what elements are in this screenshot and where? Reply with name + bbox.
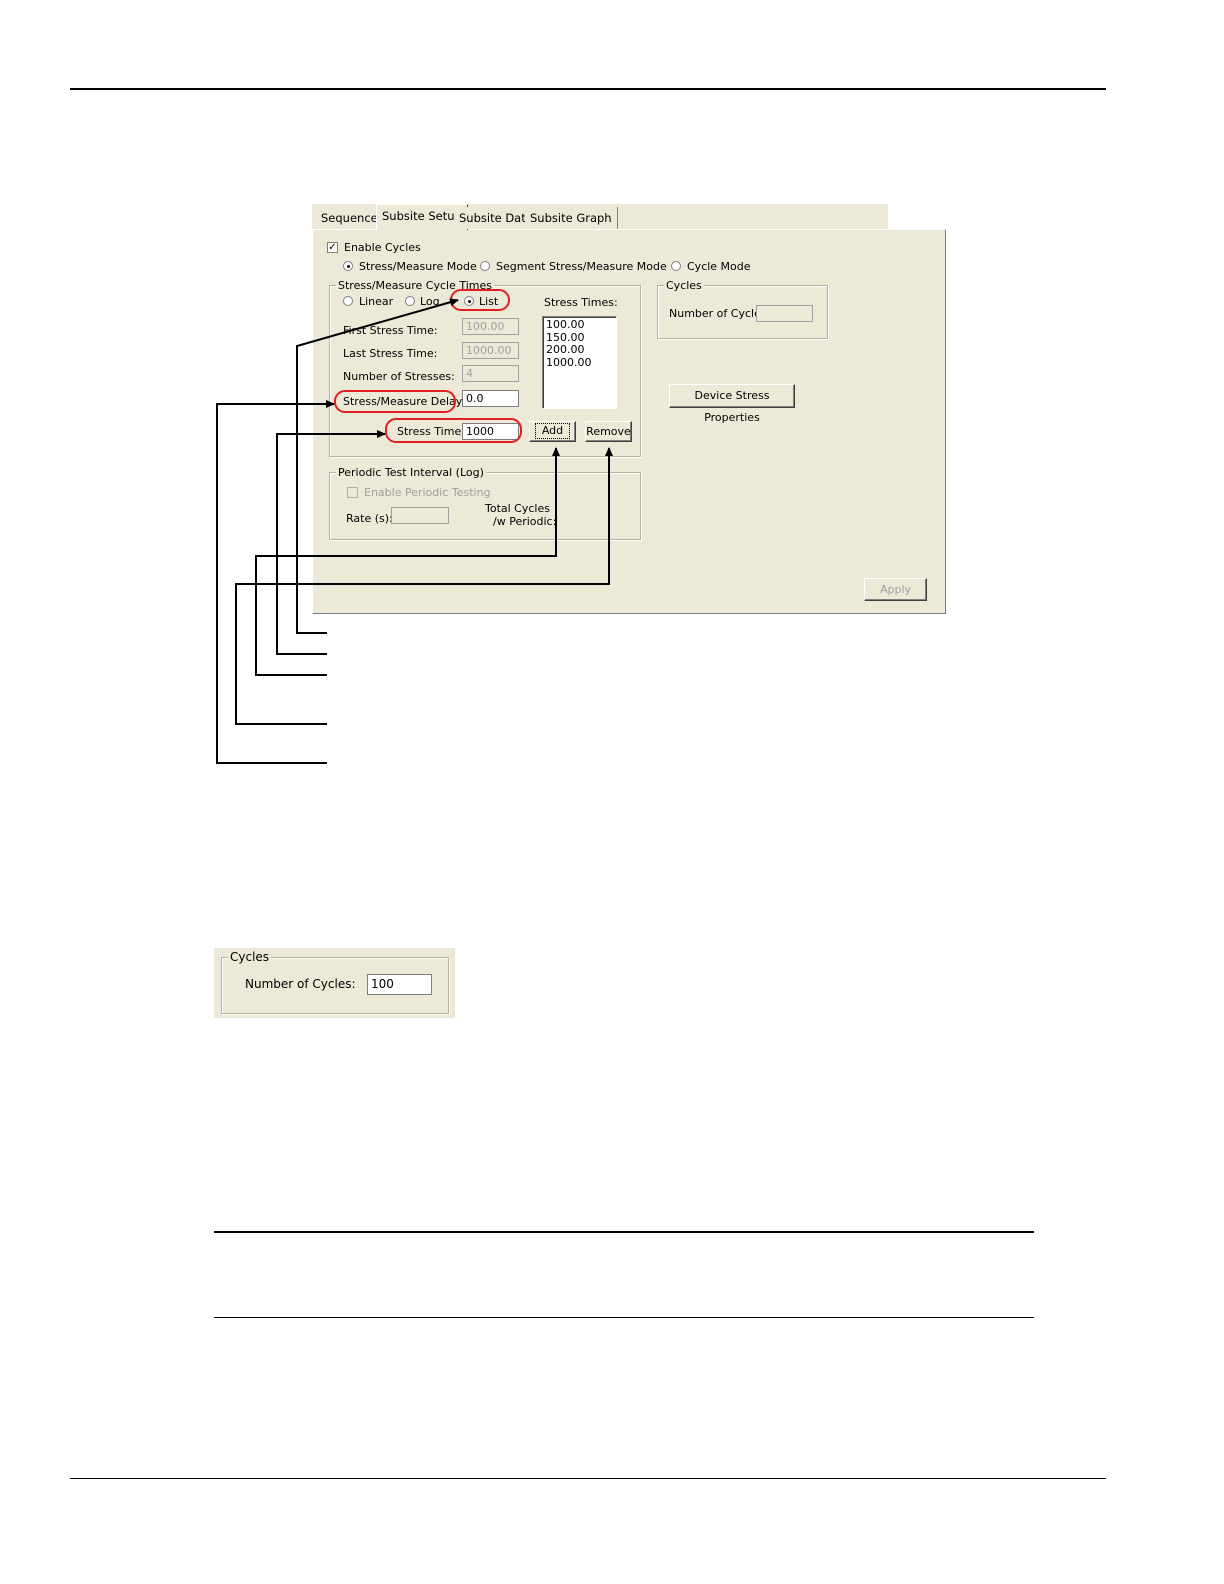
device-stress-properties-button[interactable]: Device Stress Properties [669,384,795,424]
table-rule-bottom [214,1317,1034,1318]
tab-subsite-graph[interactable]: Subsite Graph [525,207,618,229]
last-stress-field[interactable]: 1000.00 [462,342,519,359]
periodic-group-label: Periodic Test Interval (Log) [336,466,486,479]
stress-times-label: Stress Times: [544,296,618,309]
table-rule-top [214,1231,1034,1233]
add-button-label: Add [534,423,571,439]
cycles-detail-label: Cycles [228,950,272,964]
linear-radio[interactable] [343,296,353,306]
cycles-group [657,285,828,339]
first-stress-field[interactable]: 100.00 [462,318,519,335]
num-cycles-label: Number of Cycles: [669,307,771,320]
stress-measure-mode-radio[interactable] [343,261,353,271]
cycles-group-label: Cycles [664,279,704,292]
total-cycles-label-1: Total Cycles [485,502,550,515]
list-item[interactable]: 1000.00 [546,355,592,369]
segment-mode-radio[interactable] [480,261,490,271]
delay-callout-oval [334,390,456,413]
cycle-mode-label: Cycle Mode [687,260,751,273]
stress-measure-mode-label: Stress/Measure Mode [359,260,477,273]
log-radio[interactable] [405,296,415,306]
rate-label: Rate (s): [346,512,393,525]
list-item[interactable]: 150.00 [546,330,585,344]
footer-rule [70,1478,1106,1479]
list-callout-oval [450,289,510,311]
remove-button[interactable]: Remove [585,421,632,442]
enable-periodic-checkbox[interactable] [347,487,358,498]
stress-time-callout-oval [385,418,522,443]
enable-cycles-checkbox[interactable]: ✓ [327,242,338,253]
delay-field[interactable]: 0.0 [462,390,519,407]
log-label: Log [420,295,440,308]
add-button[interactable]: Add [529,421,576,442]
enable-periodic-label: Enable Periodic Testing [364,486,491,499]
header-rule [70,88,1106,90]
cycle-times-group-label: Stress/Measure Cycle Times [336,279,494,292]
list-label: List [479,295,499,308]
stress-times-list[interactable]: 100.00 150.00 200.00 1000.00 [542,316,617,409]
first-stress-label: First Stress Time: [343,324,438,337]
stress-time-field[interactable]: 1000 [462,423,519,440]
num-cycles-field[interactable] [756,305,813,322]
last-stress-label: Last Stress Time: [343,347,438,360]
total-cycles-label-2: /w Periodic: [493,515,557,528]
linear-label: Linear [359,295,394,308]
num-stresses-field[interactable]: 4 [462,365,519,382]
rate-field[interactable] [391,507,449,524]
cycles-detail-num-label: Number of Cycles: [245,977,356,991]
cycles-detail-num-field[interactable]: 100 [367,974,432,995]
list-item[interactable]: 100.00 [546,318,585,331]
tab-sequence[interactable]: Sequence [316,207,384,229]
cycles-detail-group [221,957,449,1014]
tab-subsite-data[interactable]: Subsite Data [454,207,539,229]
tab-subsite-setup[interactable]: Subsite Setup [376,204,468,230]
list-item[interactable]: 200.00 [546,343,585,356]
num-stresses-label: Number of Stresses: [343,370,455,383]
segment-mode-label: Segment Stress/Measure Mode [496,260,667,273]
enable-cycles-label: Enable Cycles [344,241,421,254]
cycle-mode-radio[interactable] [671,261,681,271]
apply-button[interactable]: Apply [864,578,927,601]
list-radio[interactable] [464,296,474,306]
